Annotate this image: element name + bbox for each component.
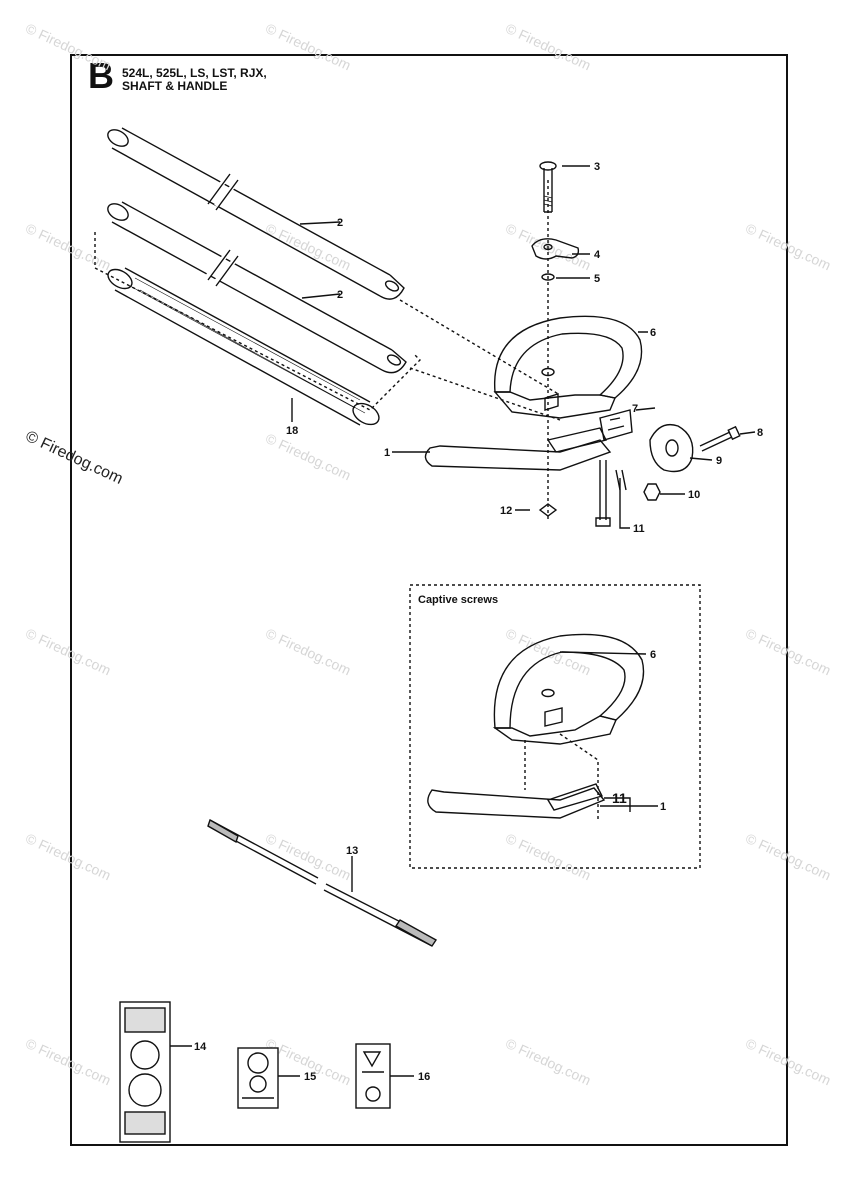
detail-title: Captive screws (418, 594, 499, 606)
drive-shaft (207, 818, 438, 947)
model-list: 524L, 525L, LS, LST, RJX, (122, 66, 267, 80)
screw-3 (539, 161, 557, 213)
callout-12: 12 (500, 505, 512, 517)
callout-14: 14 (194, 1041, 207, 1053)
decal-14 (119, 1001, 192, 1143)
rubber-grip (107, 267, 380, 426)
lower-bar (424, 427, 612, 471)
section-letter: B (88, 55, 114, 96)
callout-10: 10 (688, 489, 700, 501)
callout-18: 18 (286, 425, 298, 437)
callout-15: 15 (304, 1071, 316, 1083)
callout-3: 3 (594, 161, 600, 173)
nut-12 (538, 503, 558, 517)
callout-4: 4 (594, 249, 601, 261)
bracket-7 (599, 409, 633, 441)
callout-6: 6 (650, 327, 656, 339)
screw-11 (599, 460, 627, 520)
callout-16: 16 (418, 1071, 430, 1083)
callout-9: 9 (716, 455, 722, 467)
callout-8: 8 (757, 427, 763, 439)
nut-10 (643, 483, 661, 501)
loop-handle (493, 315, 643, 419)
shaft-tube-upper (107, 127, 405, 300)
callout-5: 5 (594, 273, 600, 285)
decal-15 (237, 1047, 300, 1109)
diagram-frame (70, 54, 788, 1146)
detail-box (409, 584, 701, 869)
shaft-tube-lower (107, 201, 407, 374)
grip-outline (94, 232, 421, 411)
detail-loop-handle (492, 633, 645, 745)
clamp-cap (649, 423, 694, 473)
decal-16 (355, 1043, 414, 1109)
detail-lower-bar (427, 783, 606, 819)
detail-callout-6: 6 (650, 649, 656, 661)
section-title: SHAFT & HANDLE (122, 79, 228, 93)
callout-7: 7 (632, 403, 638, 415)
callout-13: 13 (346, 845, 358, 857)
clamp-4 (531, 238, 580, 260)
callout-1: 1 (384, 447, 390, 459)
callout-11: 11 (633, 523, 645, 535)
bolt-8 (699, 431, 733, 452)
washer-5 (541, 273, 555, 281)
callout-2b: 2 (337, 289, 343, 301)
detail-callout-11: 11 (612, 790, 627, 806)
callout-2a: 2 (337, 217, 343, 229)
detail-callout-1: 1 (660, 801, 666, 813)
